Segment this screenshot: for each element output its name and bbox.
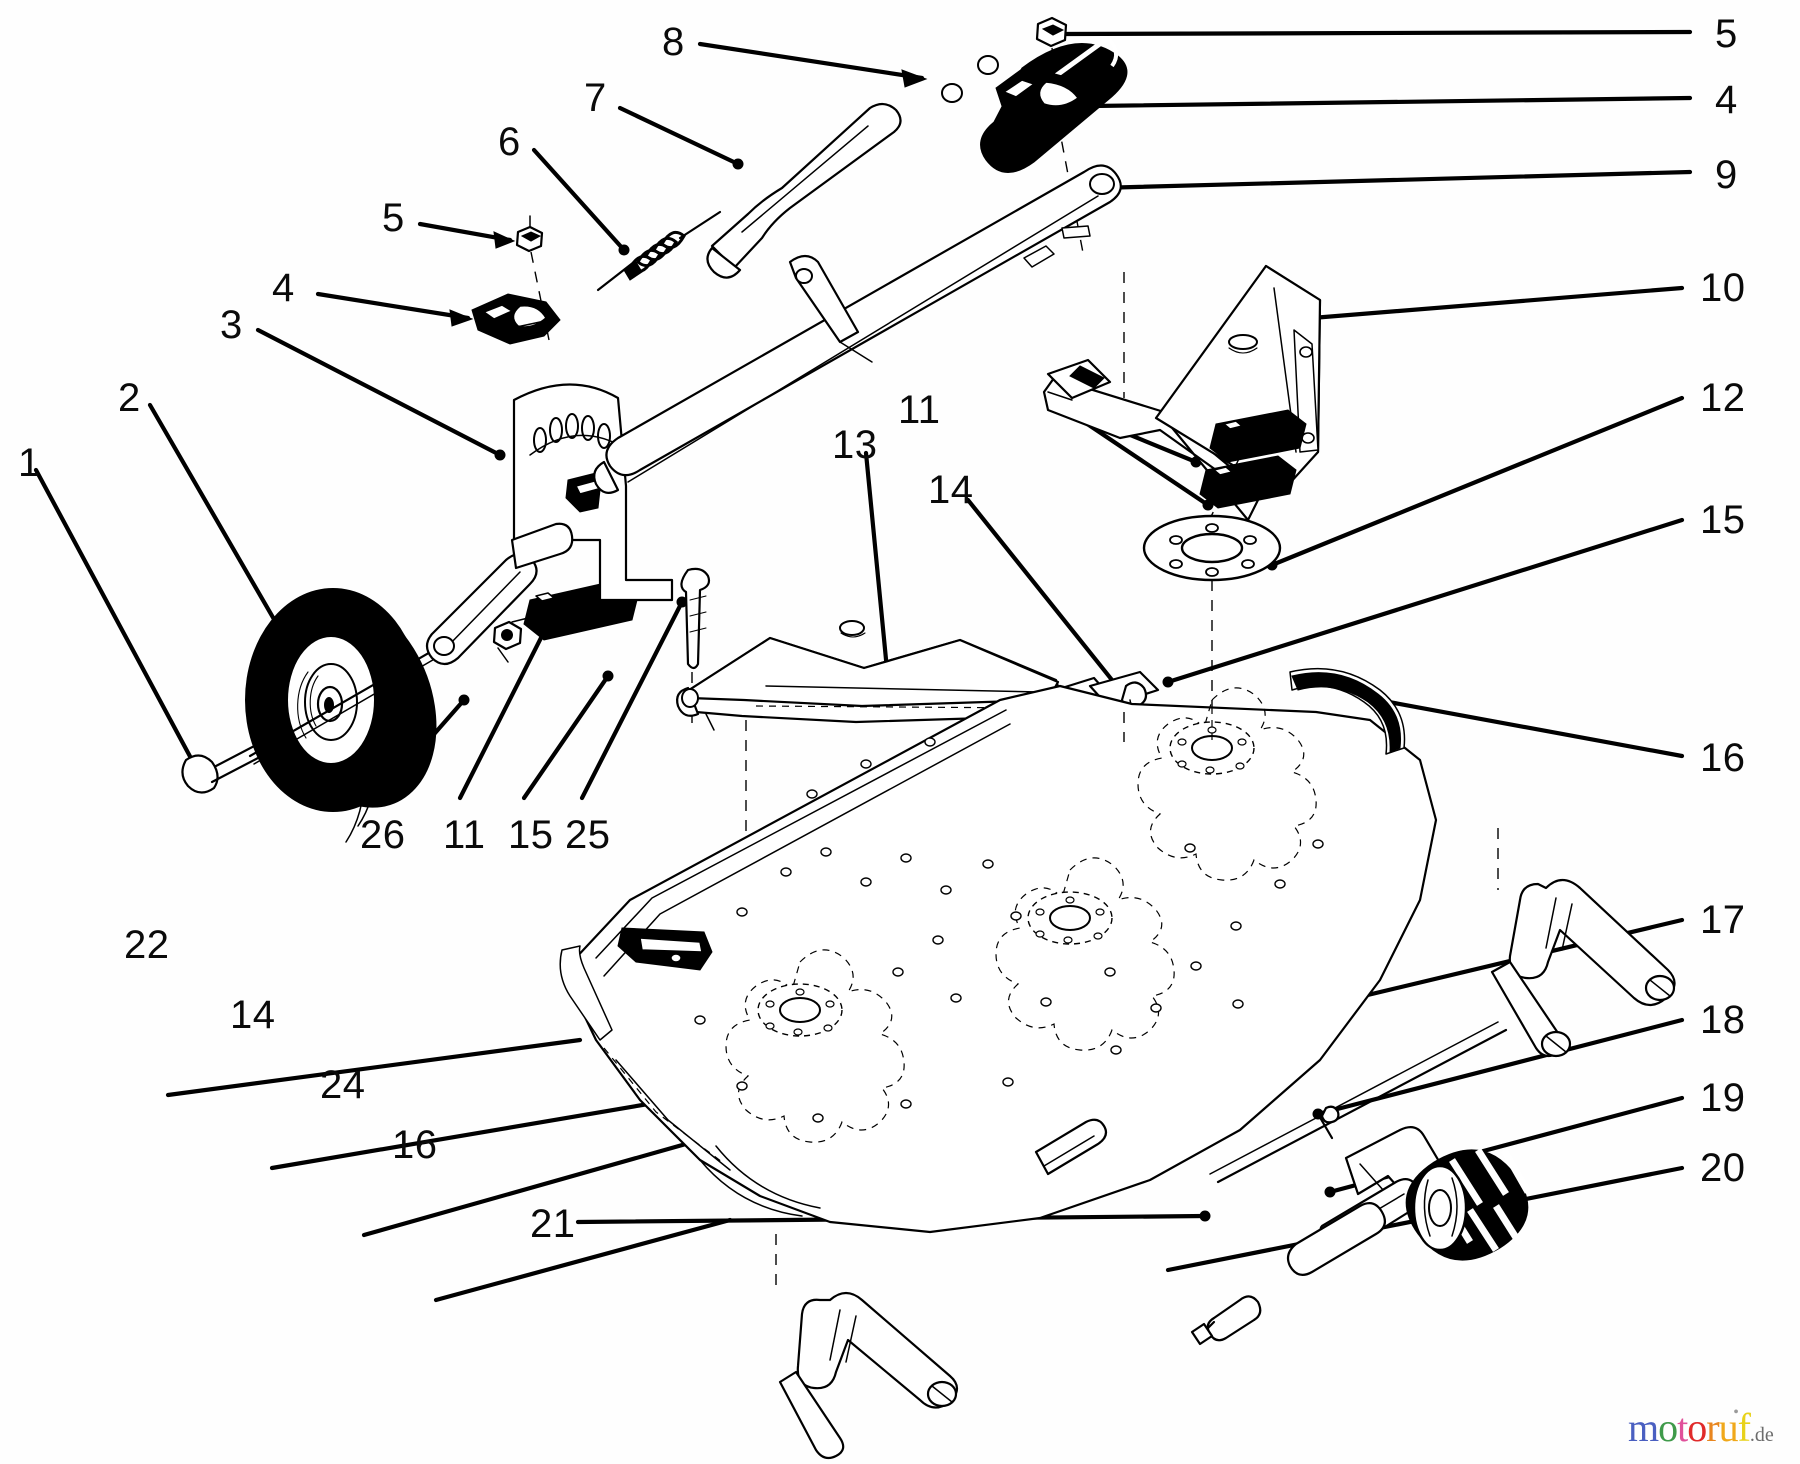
callout-number-4-right: 4 [1715,78,1738,122]
lift-rod [593,164,1122,495]
callout-number-15-lower: 15 [508,813,554,857]
callout-number-14-upper: 14 [928,468,974,512]
watermark-letter-o2: o [1687,1405,1707,1450]
height-adjust-lever [706,35,1128,279]
callout-number-3: 3 [220,303,243,347]
deck-fastener-holes [670,737,1324,1123]
spindle-flange-ring [1142,514,1282,740]
callout-number-5-left: 5 [382,196,405,240]
anti-scalp-bracket-right [1209,828,1676,1184]
callout-number-11-upper: 11 [898,388,941,432]
mounting-bolt [680,567,711,730]
callout-number-26: 26 [360,813,406,857]
shim-plates-right [1191,409,1307,557]
watermark-dot-accent: • [1733,1404,1739,1421]
watermark-letter-t: t [1677,1405,1688,1450]
callout-number-25: 25 [565,813,611,857]
callout-number-18: 18 [1700,998,1746,1042]
callout-number-14-lower: 14 [230,993,276,1037]
callout-number-6: 6 [498,120,521,164]
callout-number-8: 8 [662,20,685,64]
return-spring [596,210,722,292]
spindle-cutouts [725,687,1317,1143]
callout-number-17: 17 [1700,898,1746,942]
callout-number-9: 9 [1715,153,1738,197]
watermark-motoruf: motoruf.de • [1628,1404,1774,1450]
height-adjust-bracket [510,383,674,602]
callout-number-5-right: 5 [1715,12,1738,56]
gauge-wheel-assembly [181,552,538,843]
callout-number-7: 7 [584,76,607,120]
clip-and-nut-right [995,16,1091,259]
watermark-letter-u: u [1718,1405,1739,1450]
callout-number-11-lower: 11 [443,813,486,857]
callout-number-19: 19 [1700,1076,1746,1120]
callout-number-2: 2 [118,376,141,420]
callout-number-16-right: 16 [1700,736,1746,780]
callout-number-15-right: 15 [1700,498,1746,542]
clip-and-nut-left [471,215,561,345]
callout-number-22: 22 [124,923,170,967]
callout-number-21: 21 [530,1202,576,1246]
callout-number-24: 24 [320,1063,366,1107]
watermark-letter-r: r [1706,1405,1719,1450]
callout-number-20: 20 [1700,1146,1746,1190]
mower-deck-housing [559,667,1438,1234]
callout-number-12: 12 [1700,376,1746,420]
callout-number-1: 1 [18,441,41,485]
callout-number-4-left: 4 [272,266,295,310]
misc-small-parts [1034,712,1125,1176]
callout-number-10: 10 [1700,266,1746,310]
watermark-suffix: .de [1749,1424,1774,1446]
callout-number-16-lower: 16 [392,1123,438,1167]
watermark-letter-m: m [1628,1405,1659,1450]
gauge-wheel [245,588,437,843]
watermark-letter-f: f [1737,1405,1751,1450]
roller-drum [1405,1148,1532,1261]
anti-scalp-roller-assembly [1190,1105,1532,1346]
watermark-letter-o1: o [1658,1405,1678,1450]
anti-scalp-bracket-left [775,1234,959,1460]
callout-number-13: 13 [832,423,878,467]
